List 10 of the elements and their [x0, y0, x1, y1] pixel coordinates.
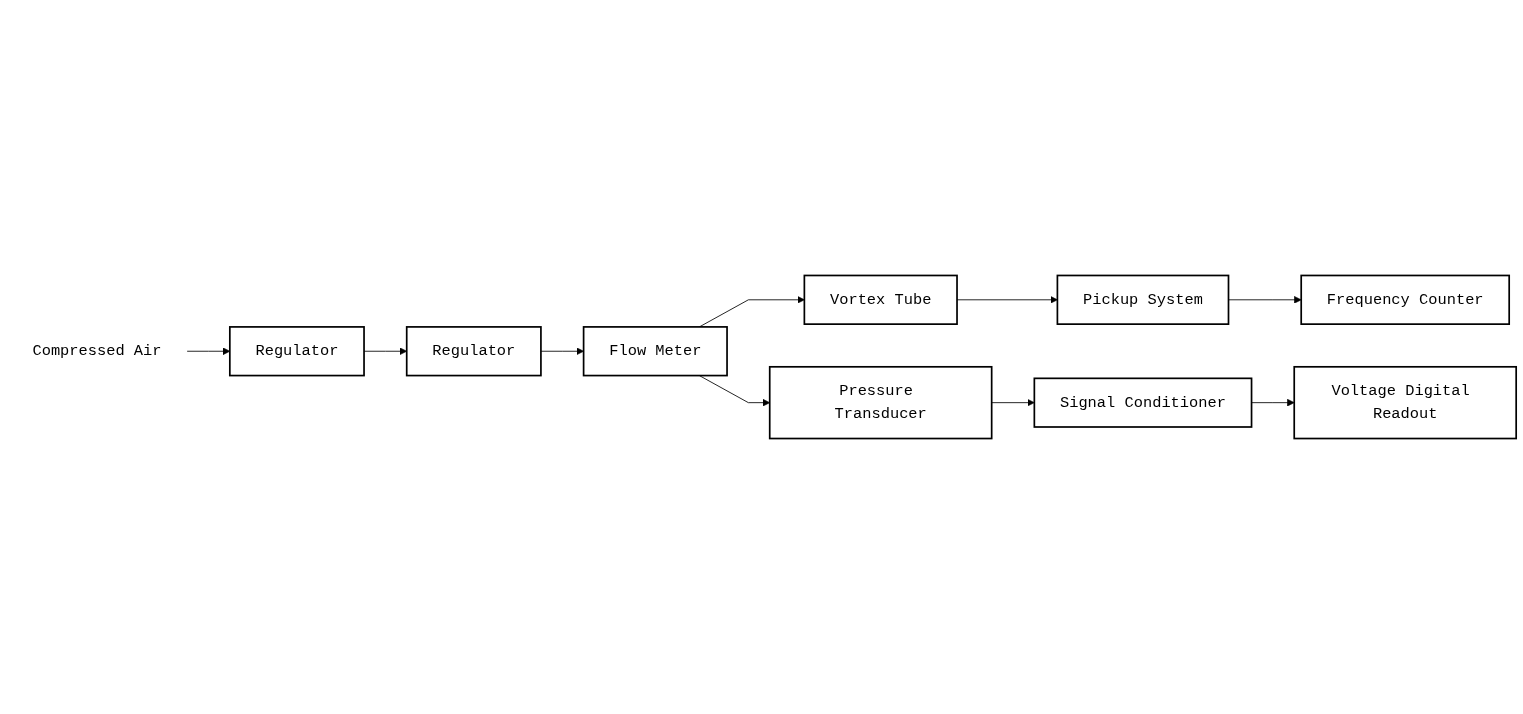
node-box: Regulator — [405, 326, 542, 377]
node-box: Pickup System — [1056, 274, 1230, 325]
node-box: Vortex Tube — [803, 274, 958, 325]
node-box: Flow Meter — [582, 326, 728, 377]
node-box: Frequency Counter — [1300, 274, 1511, 325]
node-box: Voltage Digital Readout — [1293, 365, 1518, 440]
node-text: Compressed Air — [32, 342, 162, 360]
node-box: Signal Conditioner — [1033, 377, 1253, 428]
node-box: Regulator — [228, 326, 365, 377]
node-box: Pressure Transducer — [768, 365, 993, 440]
